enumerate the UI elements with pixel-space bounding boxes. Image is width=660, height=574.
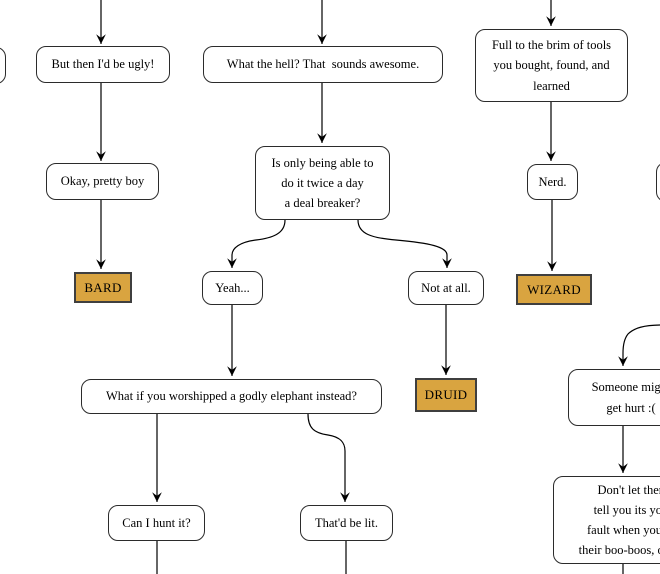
node-full-to-brim: Full to the brim of tools you bought, fo… bbox=[475, 29, 628, 102]
node-dont-let-them: Don't let them tell you its your fault w… bbox=[553, 476, 660, 564]
connector-elephant-to-thatd-be-lit bbox=[307, 413, 350, 502]
node-result-druid: DRUID bbox=[415, 378, 477, 412]
node-result-wizard: WIZARD bbox=[516, 274, 592, 305]
node-offscreen-right bbox=[656, 162, 660, 202]
node-what-the-hell: What the hell? That sounds awesome. bbox=[203, 46, 443, 83]
node-but-then-ugly: But then I'd be ugly! bbox=[36, 46, 170, 83]
node-elephant: What if you worshipped a godly elephant … bbox=[81, 379, 382, 414]
node-thatd-be-lit: That'd be lit. bbox=[300, 505, 393, 541]
node-nerd: Nerd. bbox=[527, 164, 578, 200]
node-yeah: Yeah... bbox=[202, 271, 263, 305]
connector-twice-a-day-to-yeah bbox=[227, 219, 286, 268]
connector-twice-a-day-to-not-at-all bbox=[357, 219, 452, 268]
node-okay-pretty-boy: Okay, pretty boy bbox=[46, 163, 159, 200]
node-twice-a-day: Is only being able to do it twice a day … bbox=[255, 146, 390, 220]
node-not-at-all: Not at all. bbox=[408, 271, 484, 305]
connector-right-to-someone-might bbox=[618, 324, 660, 366]
node-can-i-hunt: Can I hunt it? bbox=[108, 505, 205, 541]
node-someone-might: Someone might get hurt :( bbox=[568, 369, 660, 426]
node-result-bard: BARD bbox=[74, 272, 132, 303]
